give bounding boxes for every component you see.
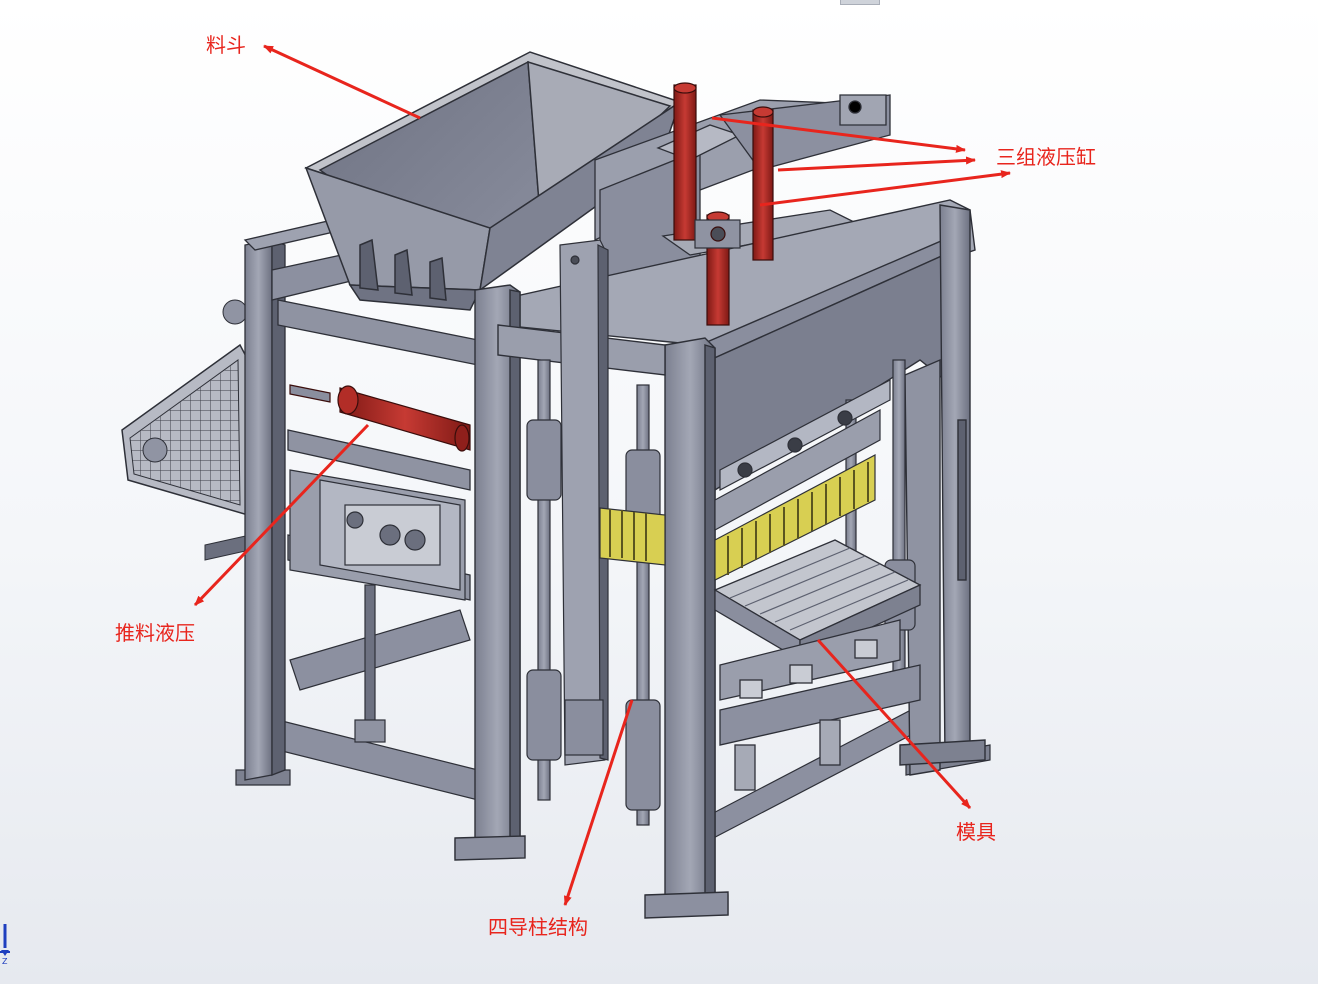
press-head [599, 379, 891, 581]
arrow-guide [563, 699, 634, 906]
annotation-arrows [193, 44, 1011, 906]
axis-triad-icon: Z [0, 924, 10, 966]
press-frame [497, 199, 986, 776]
label-push-hydraulic: 推料液压 [115, 621, 195, 645]
arrow-cylinder-1 [711, 116, 966, 153]
axis-z-label: Z [2, 957, 8, 966]
front-left-column [454, 284, 666, 861]
vertical-cylinders [673, 82, 774, 326]
mesh-guard [121, 299, 251, 561]
push-cylinder [289, 384, 471, 452]
front-right-column [644, 337, 729, 919]
label-hydraulic-cylinders: 三组液压缸 [996, 145, 1096, 169]
lifting-post [559, 239, 609, 766]
arrow-cylinder-3 [759, 170, 1011, 207]
feed-box [289, 469, 466, 743]
arrow-push [193, 423, 370, 607]
arrow-cylinder-2 [777, 156, 976, 172]
toolbar-tab [840, 0, 880, 5]
label-guide-columns: 四导柱结构 [488, 915, 588, 939]
label-mould: 模具 [956, 820, 996, 844]
arrow-hopper [263, 44, 421, 120]
mould [713, 539, 922, 791]
label-hopper: 料斗 [206, 33, 246, 57]
arrow-mould [816, 638, 972, 810]
